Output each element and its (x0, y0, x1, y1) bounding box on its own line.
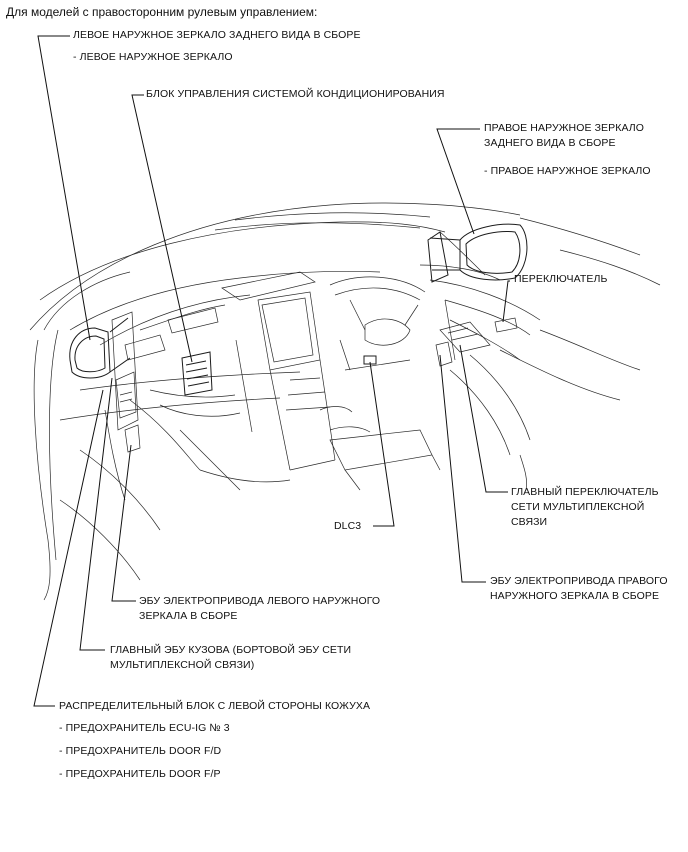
right-door-parts (435, 317, 518, 367)
label-left-mirror: ЛЕВОЕ НАРУЖНОЕ ЗЕРКАЛО ЗАДНЕГО ВИДА В СБ… (73, 29, 361, 41)
label-body-ecu-2: МУЛЬТИПЛЕКСНОЙ СВЯЗИ) (110, 659, 255, 671)
label-right-mirror-1: ПРАВОЕ НАРУЖНОЕ ЗЕРКАЛО (484, 122, 645, 134)
leader-lines (33, 35, 510, 707)
label-left-ecu-2: ЗЕРКАЛА В СБОРЕ (139, 610, 238, 622)
label-fuse-door-fd: - ПРЕДОХРАНИТЕЛЬ DOOR F/D (59, 745, 222, 757)
right-mirror-shape (427, 223, 528, 283)
label-multiplex-3: СВЯЗИ (511, 516, 548, 528)
label-dlc3: DLC3 (334, 520, 362, 532)
left-mirror-shape (69, 317, 131, 379)
label-body-ecu-1: ГЛАВНЫЙ ЭБУ КУЗОВА (БОРТОВОЙ ЭБУ СЕТИ (110, 644, 352, 656)
label-left-ecu-1: ЭБУ ЭЛЕКТРОПРИВОДА ЛЕВОГО НАРУЖНОГО (139, 595, 381, 607)
diagram-header: Для моделей с правосторонним рулевым упр… (6, 5, 318, 19)
ac-control-shape (181, 351, 213, 396)
label-left-mirror-sub: - ЛЕВОЕ НАРУЖНОЕ ЗЕРКАЛО (73, 51, 233, 63)
label-fuse-ecu-ig3: - ПРЕДОХРАНИТЕЛЬ ECU-IG № 3 (59, 722, 230, 734)
label-right-mirror-2: ЗАДНЕГО ВИДА В СБОРЕ (484, 137, 616, 149)
label-ac-control: БЛОК УПРАВЛЕНИЯ СИСТЕМОЙ КОНДИЦИОНИРОВАН… (146, 88, 445, 100)
label-right-ecu-2: НАРУЖНОГО ЗЕРКАЛА В СБОРЕ (490, 590, 660, 602)
label-right-ecu-1: ЭБУ ЭЛЕКТРОПРИВОДА ПРАВОГО (490, 575, 668, 587)
label-multiplex-1: ГЛАВНЫЙ ПЕРЕКЛЮЧАТЕЛЬ (511, 486, 659, 498)
left-door-parts (111, 311, 141, 453)
label-switch: ПЕРЕКЛЮЧАТЕЛЬ (514, 273, 608, 285)
label-right-mirror-sub: - ПРАВОЕ НАРУЖНОЕ ЗЕРКАЛО (484, 165, 651, 177)
cabin-outline (29, 202, 661, 601)
label-multiplex-2: СЕТИ МУЛЬТИПЛЕКСНОЙ (511, 501, 645, 513)
label-junction-block: РАСПРЕДЕЛИТЕЛЬНЫЙ БЛОК С ЛЕВОЙ СТОРОНЫ К… (59, 700, 371, 712)
label-fuse-door-fp: - ПРЕДОХРАНИТЕЛЬ DOOR F/P (59, 768, 221, 780)
